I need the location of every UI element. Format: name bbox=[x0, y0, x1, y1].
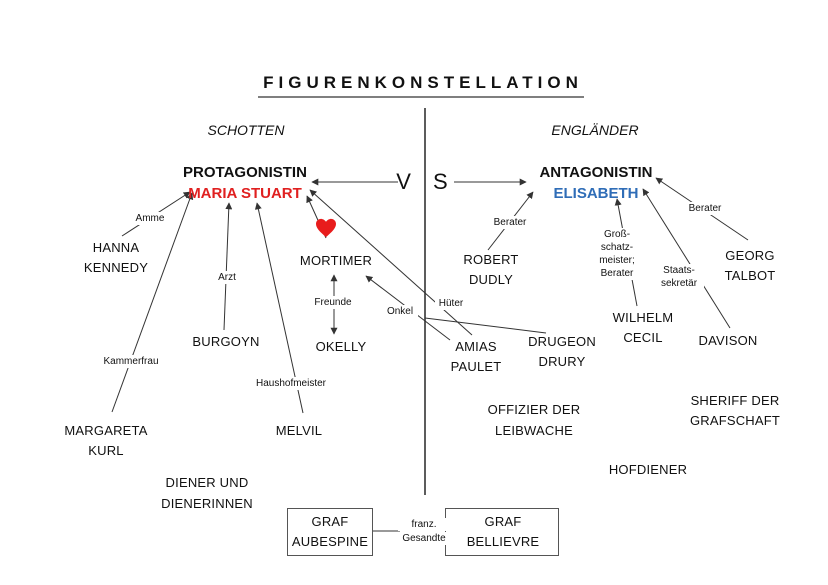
node-diener-line2: DIENERINNEN bbox=[161, 496, 253, 511]
side-label-left: SCHOTTEN bbox=[207, 122, 285, 138]
node-burgoyn: BURGOYN bbox=[192, 334, 260, 349]
node-davison: DAVISON bbox=[698, 333, 758, 348]
node-graf-bellievre-line1: GRAF bbox=[484, 514, 522, 529]
relation-freunde: Freunde bbox=[308, 296, 358, 309]
relation-amme: Amme bbox=[130, 212, 170, 225]
node-hofdiener: HOFDIENER bbox=[608, 462, 688, 477]
node-offizier-line1: OFFIZIER DER bbox=[487, 402, 581, 417]
antagonist-role: ANTAGONISTIN bbox=[539, 164, 653, 181]
node-georg-talbot-line1: GEORG bbox=[725, 248, 775, 263]
node-amias-paulet-line1: AMIAS bbox=[455, 339, 497, 354]
node-hanna-kennedy-line2: KENNEDY bbox=[83, 260, 149, 275]
page-title: FIGURENKONSTELLATION bbox=[263, 73, 583, 92]
vs-label: V S bbox=[396, 169, 456, 194]
protagonist-name: MARIA STUART bbox=[188, 185, 302, 202]
relation-staatssekretaer-line2: sekretär bbox=[654, 277, 704, 290]
node-melvil: MELVIL bbox=[275, 423, 323, 438]
box-graf-aubespine bbox=[287, 508, 373, 556]
node-offizier-line2: LEIBWACHE bbox=[495, 423, 573, 438]
line-amias bbox=[309, 189, 473, 336]
node-okelly: OKELLY bbox=[315, 339, 367, 354]
node-sheriff-line1: SHERIFF DER bbox=[690, 393, 780, 408]
node-amias-paulet-line2: PAULET bbox=[450, 359, 502, 374]
box-graf-bellievre bbox=[445, 508, 559, 556]
antagonist-name: ELISABETH bbox=[553, 185, 639, 202]
node-margareta-kurl-line2: KURL bbox=[88, 443, 124, 458]
node-wilhelm-cecil-line2: CECIL bbox=[623, 330, 663, 345]
relation-kammerfrau: Kammerfrau bbox=[98, 355, 164, 368]
node-wilhelm-cecil-line1: WILHELM bbox=[612, 310, 674, 325]
line-drugeon bbox=[424, 317, 547, 334]
heart-icon bbox=[315, 218, 337, 238]
relation-berater-robert: Berater bbox=[488, 216, 532, 229]
relation-haushofmeister: Haushofmeister bbox=[248, 377, 334, 390]
node-georg-talbot-line2: TALBOT bbox=[724, 268, 776, 283]
protagonist-role: PROTAGONISTIN bbox=[183, 164, 307, 181]
node-graf-aubespine-line2: AUBESPINE bbox=[291, 534, 369, 549]
relation-cecil-line3: meister; bbox=[592, 254, 642, 267]
relation-cecil-line2: schatz- bbox=[592, 241, 642, 254]
node-robert-dudly-line2: DUDLY bbox=[468, 272, 514, 287]
node-drugeon-drury-line1: DRUGEON bbox=[528, 334, 596, 349]
node-graf-bellievre-line2: BELLIEVRE bbox=[466, 534, 540, 549]
node-sheriff-line2: GRAFSCHAFT bbox=[689, 413, 781, 428]
side-label-right: ENGLÄNDER bbox=[551, 122, 639, 138]
node-robert-dudly-line1: ROBERT bbox=[463, 252, 519, 267]
relation-gesandte-line2: Gesandte bbox=[398, 532, 450, 545]
node-graf-aubespine-line1: GRAF bbox=[311, 514, 349, 529]
relation-gesandte-line1: franz. bbox=[398, 518, 450, 531]
relation-hueter: Hüter bbox=[435, 297, 467, 310]
relation-onkel: Onkel bbox=[382, 305, 418, 318]
node-drugeon-drury-line2: DRURY bbox=[538, 354, 586, 369]
relation-arzt: Arzt bbox=[212, 271, 242, 284]
line-margareta bbox=[111, 192, 194, 413]
relation-berater-georg: Berater bbox=[683, 202, 727, 215]
node-margareta-kurl-line1: MARGARETA bbox=[64, 423, 148, 438]
node-hanna-kennedy-line1: HANNA bbox=[92, 240, 140, 255]
node-mortimer: MORTIMER bbox=[299, 253, 373, 268]
node-diener-line1: DIENER UND bbox=[165, 475, 249, 490]
relation-cecil-line4: Berater bbox=[592, 267, 642, 280]
line-davison bbox=[642, 188, 731, 329]
line-burgoyn bbox=[223, 202, 233, 331]
relation-cecil-line1: Groß- bbox=[592, 228, 642, 241]
relation-staatssekretaer-line1: Staats- bbox=[654, 264, 704, 277]
